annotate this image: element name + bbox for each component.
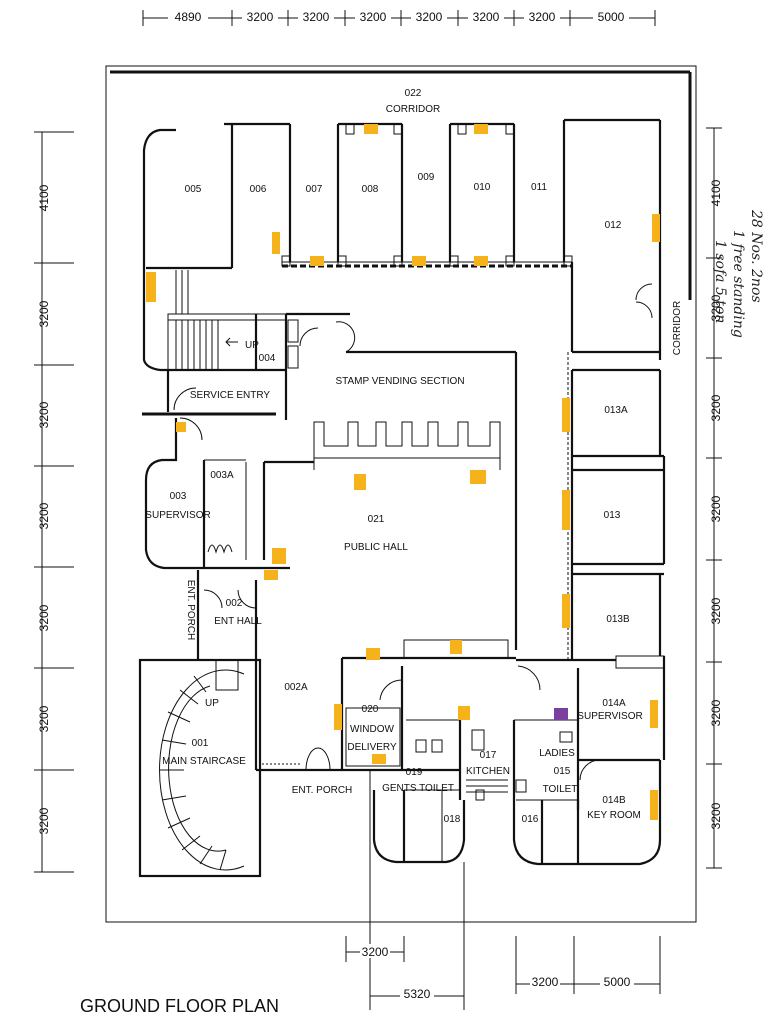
room-022-number: 022 [405,88,422,99]
up-label-main: UP [205,698,219,709]
room-014b-name: KEY ROOM [587,810,641,821]
right-dim-5: 3200 [709,597,723,624]
left-dim-6: 3200 [37,705,51,732]
room-005: 005 [185,184,202,195]
top-dim-1: 4890 [175,10,202,24]
room-007: 007 [306,184,323,195]
east-rooms [514,352,666,660]
top-dim-6: 3200 [473,10,500,24]
north-rooms [142,118,662,372]
room-002-number: 002 [226,598,243,609]
note-line-3: 1 sofa 5 ton [712,240,728,323]
right-dim-1: 4100 [709,179,723,206]
room-013a: 013A [604,405,628,416]
room-002a: 002A [284,682,308,693]
top-dim-2: 3200 [247,10,274,24]
room-012: 012 [605,220,622,231]
room-013: 013 [604,510,621,521]
room-014a-number: 014A [602,698,626,709]
room-020-line2: DELIVERY [347,742,397,753]
room-003a: 003A [210,470,234,481]
purple-marker [554,708,568,720]
room-003-name: SUPERVISOR [145,510,210,521]
west-rooms [144,417,290,570]
south-block [340,639,666,1010]
room-006: 006 [250,184,267,195]
room-014a-name: SUPERVISOR [577,711,642,722]
room-020-number: 020 [362,704,379,715]
handwritten-note: 28 Nos. 2nos 1 free standing 1 sofa 5 to… [712,209,764,338]
room-017-number: 017 [480,750,497,761]
stamp-vending-label: STAMP VENDING SECTION [335,376,464,387]
room-014b-number: 014B [602,795,626,806]
room-009: 009 [418,172,435,183]
bottom-dim-3: 3200 [532,975,559,989]
top-dim-3: 3200 [303,10,330,24]
right-dim-2: 3200 [709,294,723,321]
right-dim-4: 3200 [709,495,723,522]
ent-porch-vertical: ENT. PORCH [185,580,196,641]
right-dim-6: 3200 [709,699,723,726]
main-staircase [138,658,262,878]
left-dim-7: 3200 [37,807,51,834]
room-004: 004 [259,353,276,364]
room-019-name: GENTS TOILET [382,783,454,794]
room-022-name: CORRIDOR [386,104,440,115]
right-dim-3: 3200 [709,394,723,421]
bottom-dimension-lines: 3200 5320 3200 5000 [345,936,661,1006]
left-dim-1: 4100 [37,184,51,211]
bottom-dim-4: 5000 [604,975,631,989]
service-entry-label: SERVICE ENTRY [190,390,271,401]
room-008: 008 [362,184,379,195]
right-dim-7: 3200 [709,802,723,829]
room-019-number: 019 [406,767,423,778]
ent-porch-horizontal: ENT. PORCH [292,785,353,796]
bottom-dim-2: 5320 [404,987,431,1001]
room-013b: 013B [606,614,630,625]
room-018: 018 [444,814,461,825]
left-dim-4: 3200 [37,502,51,529]
entrance-area [196,570,342,772]
left-dim-5: 3200 [37,604,51,631]
plan-title: GROUND FLOOR PLAN [80,996,279,1016]
room-015-number: 015 [554,766,571,777]
left-dim-2: 3200 [37,300,51,327]
room-021-number: 021 [368,514,385,525]
up-label-service: UP [245,340,259,351]
right-dimension-line: 4100 3200 3200 3200 3200 3200 3200 [706,127,723,869]
room-010: 010 [474,182,491,193]
service-area [142,270,516,420]
ladies-label: LADIES [539,748,575,759]
top-dim-8: 5000 [598,10,625,24]
room-017-name: KITCHEN [466,766,510,777]
teller-counter [262,421,501,560]
note-line-2: 1 free standing [730,230,746,338]
left-dimension-line: 4100 3200 3200 3200 3200 3200 3200 [34,131,74,873]
room-003-number: 003 [170,491,187,502]
top-dim-4: 3200 [360,10,387,24]
room-015-name: TOILET [543,784,578,795]
site-boundary [105,65,697,923]
room-002-name: ENT HALL [214,616,262,627]
top-dim-5: 3200 [416,10,443,24]
room-016: 016 [522,814,539,825]
room-001-number: 001 [192,738,209,749]
top-dim-7: 3200 [529,10,556,24]
room-020-line1: WINDOW [350,724,394,735]
right-corridor-label: CORRIDOR [672,301,683,355]
bottom-dim-1: 3200 [362,945,389,959]
left-dim-3: 3200 [37,401,51,428]
room-001-name: MAIN STAIRCASE [162,756,246,767]
highlight-markers [146,124,660,820]
room-021-name: PUBLIC HALL [344,542,408,553]
note-line-1: 28 Nos. 2nos [748,209,764,303]
room-011: 011 [531,182,547,193]
top-dimension-line: 4890 3200 3200 3200 3200 3200 3200 5000 [142,8,656,26]
